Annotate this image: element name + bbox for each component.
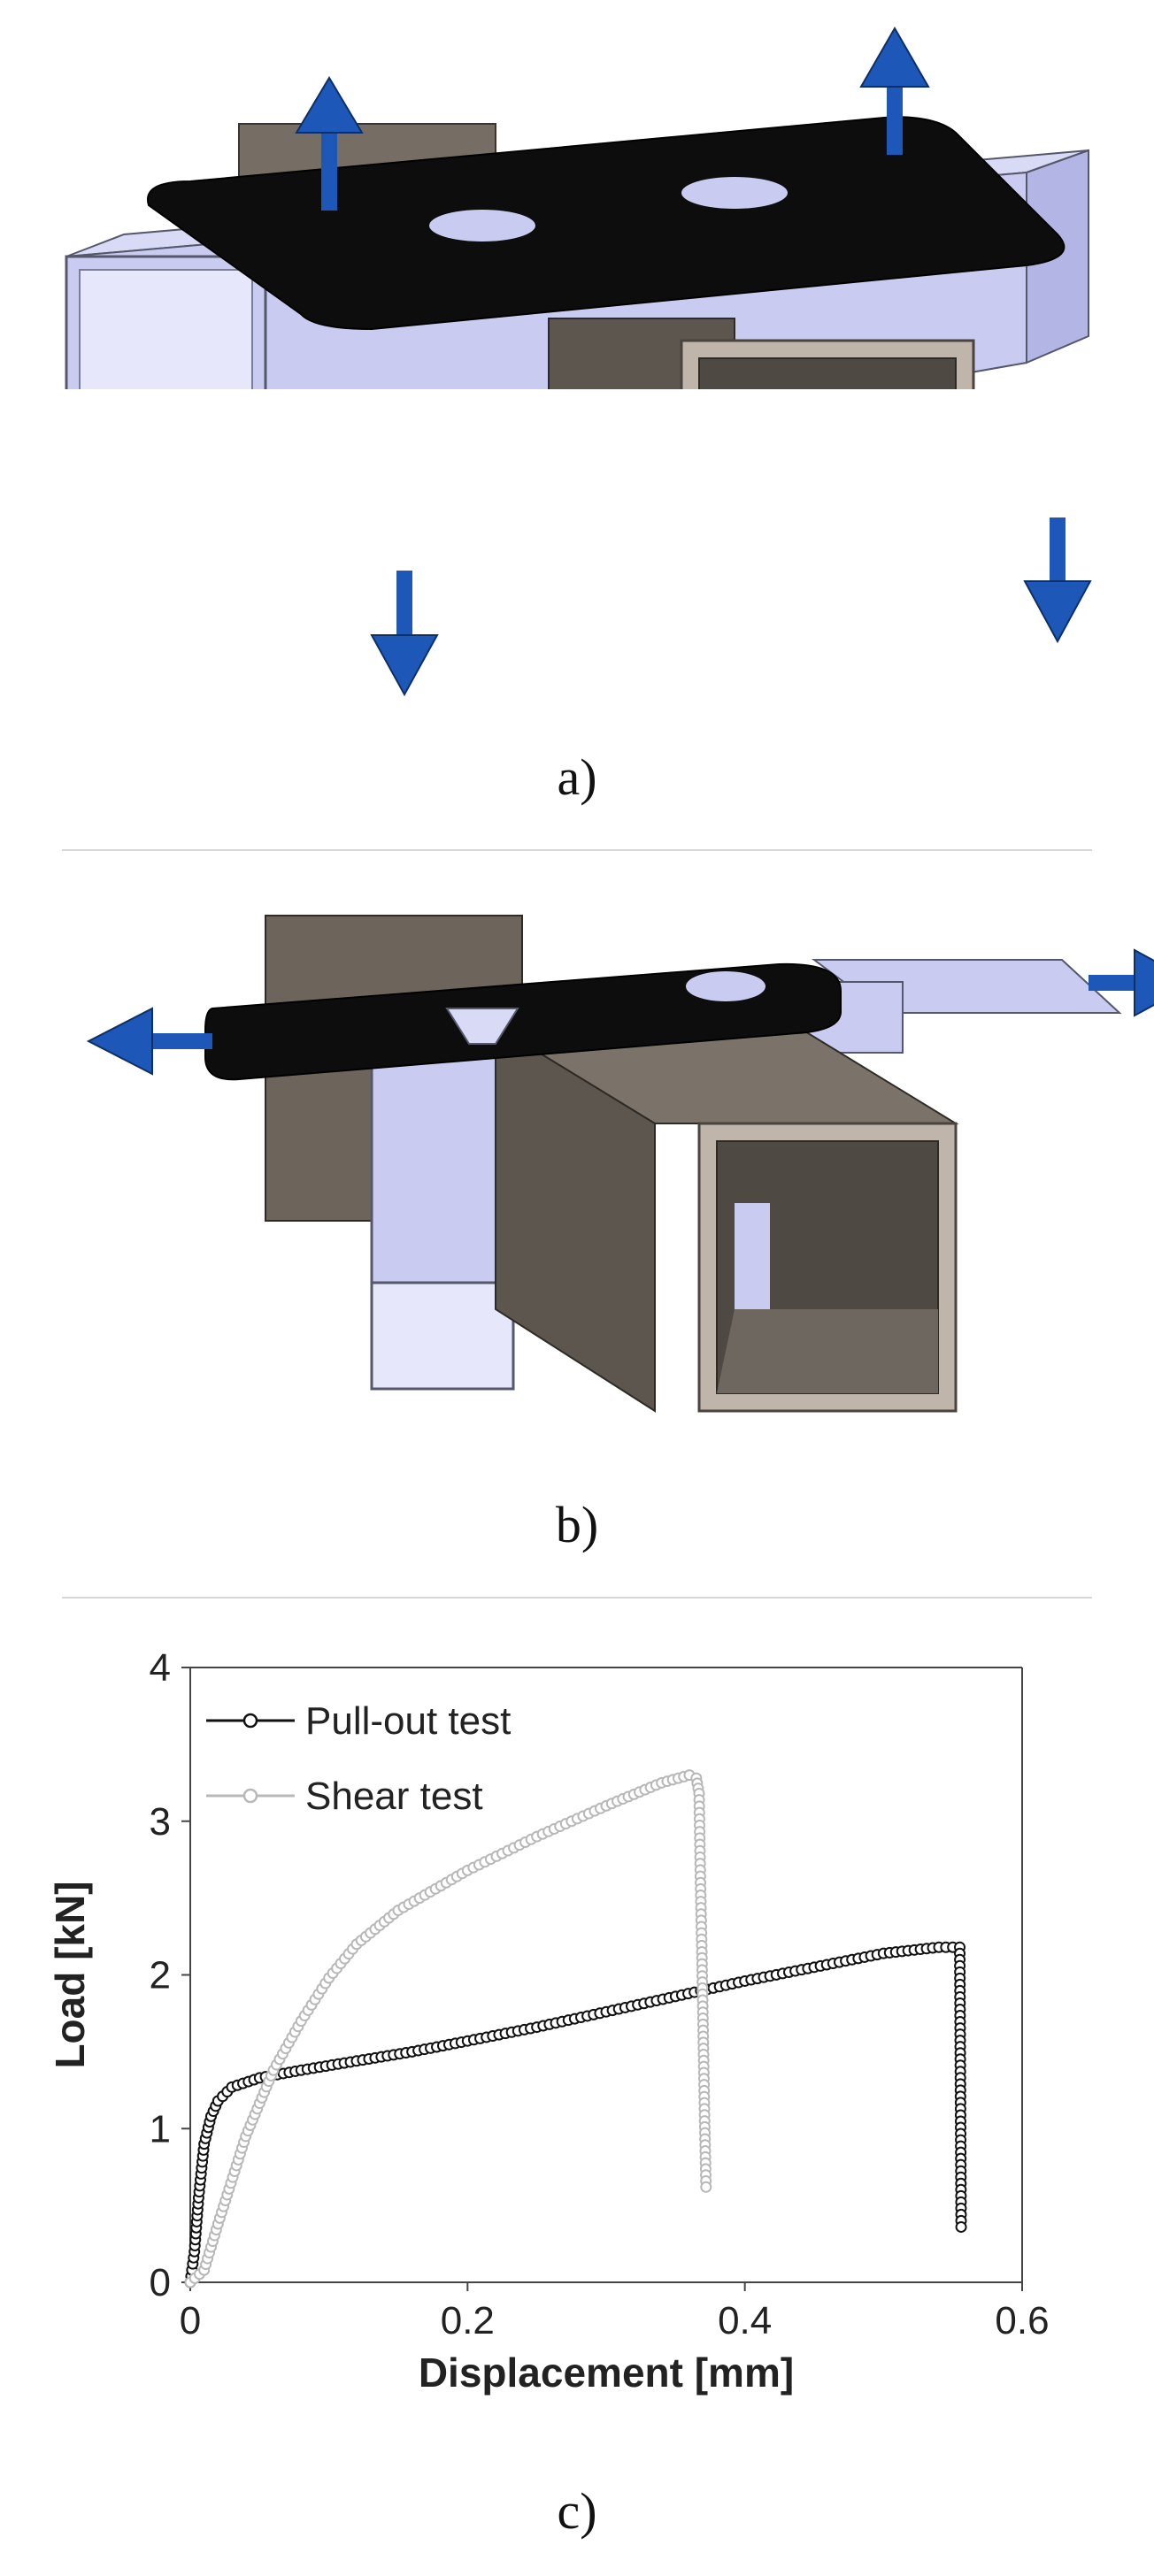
y-tick-label: 2: [150, 1954, 171, 1997]
chart-axes: 0 0.2 0.4 0.6 0 1 2 3 4: [150, 1646, 1050, 2342]
up-arrow-left-icon: [295, 76, 364, 211]
caption-c: c): [557, 2482, 597, 2540]
y-tick-label: 3: [150, 1800, 171, 1844]
y-axis-title: Load [kN]: [47, 1881, 93, 2068]
countersunk-screw-icon: [445, 1008, 519, 1045]
shear-dark-tube-floor: [717, 1309, 938, 1393]
down-arrow-left-icon: [370, 571, 439, 697]
black-plate: [147, 115, 1066, 331]
y-tick-label: 0: [150, 2261, 171, 2304]
panel-a-pullout-fixture: [0, 0, 1154, 697]
down-arrow-right-icon: [1023, 518, 1092, 644]
shear-light-tube-opening: [370, 1281, 515, 1391]
pullout-load-arrows: [295, 26, 1092, 697]
series-line: [189, 1774, 708, 2284]
x-tick-label: 0.4: [718, 2299, 772, 2342]
shear-black-plate: [204, 962, 842, 1081]
chart-series: [184, 1769, 967, 2288]
series-shear: [184, 1769, 712, 2288]
divider-b-c: [62, 1597, 1092, 1598]
y-tick-label: 1: [150, 2107, 171, 2150]
caption-a: a): [557, 748, 597, 806]
data-point: [955, 2220, 967, 2233]
y-tick-label: 4: [150, 1646, 171, 1690]
caption-b: b): [555, 1496, 599, 1553]
left-arrow-icon: [86, 1007, 212, 1076]
legend-label: Pull-out test: [305, 1699, 511, 1743]
shear-dark-tube-side: [495, 1024, 656, 1413]
panel-b-shear-fixture: [0, 867, 1154, 1504]
x-tick-label: 0: [180, 2299, 201, 2342]
shear-plate-hole: [686, 971, 765, 1001]
data-point: [700, 2181, 712, 2193]
right-arrow-icon: [1089, 948, 1154, 1017]
series-line: [188, 1945, 963, 2283]
x-tick-label: 0.2: [441, 2299, 495, 2342]
up-arrow-right-icon: [859, 26, 930, 155]
shear-fixture-illustration: [86, 915, 1154, 1413]
legend-marker: [242, 1788, 258, 1804]
legend-label: Shear test: [305, 1775, 483, 1818]
plate-hole-right: [681, 177, 788, 209]
x-axis-title: Displacement [mm]: [419, 2350, 794, 2396]
series-pullout: [184, 1941, 967, 2288]
front-dark-tube-inner: [698, 357, 957, 389]
shear-dark-tube-slot: [735, 1203, 770, 1309]
pullout-fixture-illustration: [65, 115, 1089, 389]
plate-hole-left: [429, 210, 535, 242]
x-tick-label: 0.6: [995, 2299, 1049, 2342]
light-tube-opening-inner: [79, 269, 253, 389]
divider-a-b: [62, 849, 1092, 851]
legend-marker: [242, 1713, 258, 1729]
